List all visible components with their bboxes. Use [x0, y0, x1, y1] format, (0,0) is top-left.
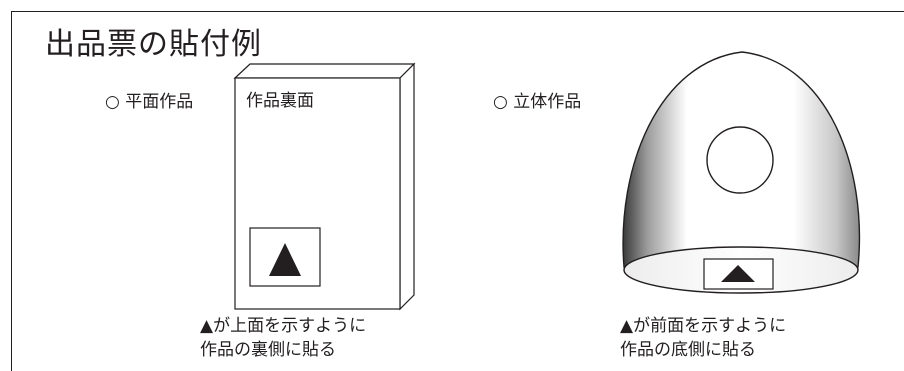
page-title: 出品票の貼付例 — [45, 27, 262, 62]
flat-work-heading: ○ 平面作品 — [105, 92, 194, 112]
solid-note: ▲が前面を示すように 作品の底側に貼る — [620, 314, 786, 362]
solid-note-line2: 作品の底側に貼る — [620, 340, 756, 360]
solid-work-heading: ○ 立体作品 — [493, 92, 582, 112]
flat-artwork — [233, 62, 416, 311]
panel-top-face — [233, 63, 416, 79]
flat-note: ▲が上面を示すように 作品の裏側に貼る — [200, 314, 366, 362]
flat-note-line1: ▲が上面を示すように — [200, 316, 367, 336]
up-triangle-icon — [721, 265, 755, 282]
panel-back-label: 作品裏面 — [246, 91, 314, 111]
outer-frame — [11, 11, 904, 371]
dome-circle — [706, 126, 774, 194]
flat-note-line2: 作品の裏側に貼る — [200, 340, 336, 360]
panel-side-face — [399, 62, 415, 311]
solid-note-line1: ▲が前面を示すように — [620, 316, 787, 336]
solid-artwork — [622, 51, 861, 294]
up-triangle-icon — [269, 243, 301, 276]
